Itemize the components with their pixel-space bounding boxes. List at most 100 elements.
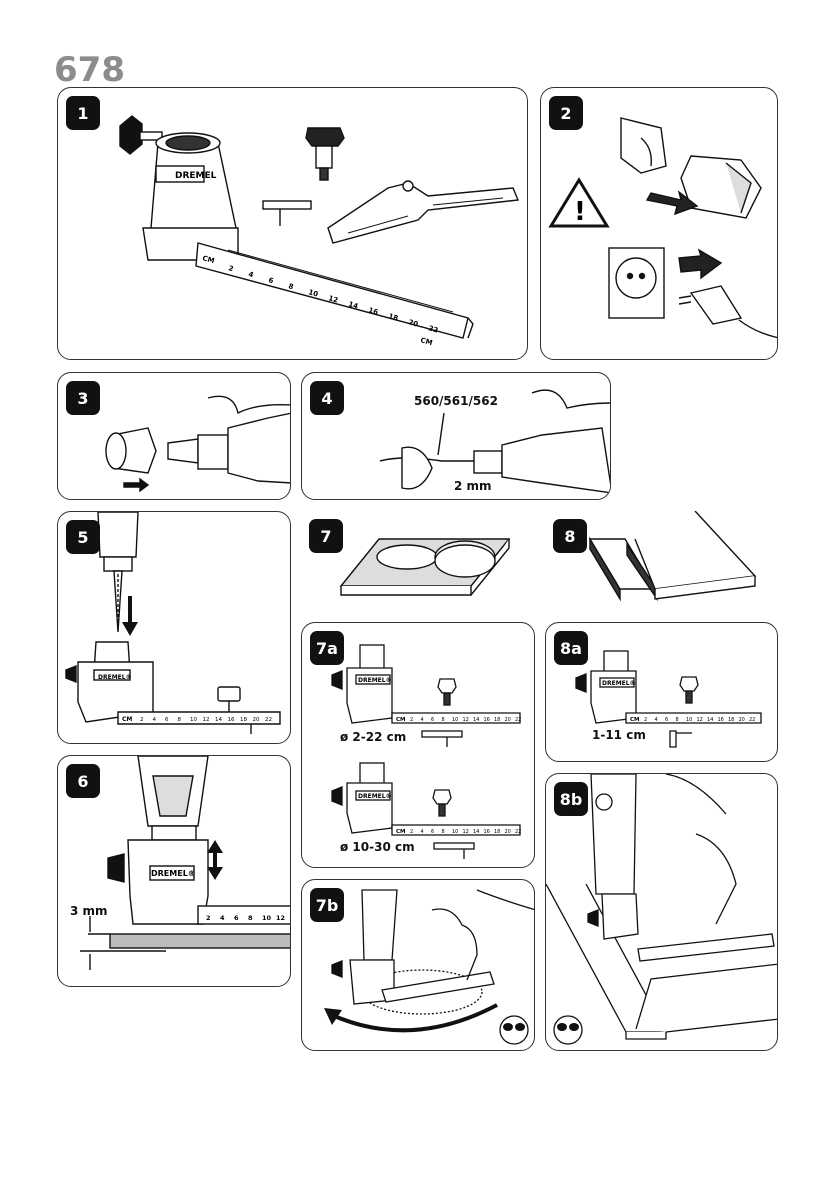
ruler-tick-label: 12 xyxy=(463,717,469,723)
step-number: 8b xyxy=(554,782,588,816)
ruler-tick-label: 12 xyxy=(276,914,285,922)
step-2-panel: 2 ! xyxy=(540,87,778,360)
ruler-tick-label: 12 xyxy=(697,717,703,723)
ruler-tick-label: 12 xyxy=(327,294,339,304)
up-down-arrow-icon xyxy=(207,840,223,880)
unplug-icon xyxy=(608,247,777,339)
ruler-tick-label: 10 xyxy=(452,717,458,723)
ruler-tick-label: 10 xyxy=(307,288,319,298)
ruler-tick-label: 6 xyxy=(267,276,274,285)
ruler-tick-label: 22 xyxy=(749,717,755,723)
ruler-tick-label: 2 xyxy=(227,264,234,273)
step-number: 7a xyxy=(310,631,344,665)
ruler-tick-label: 6 xyxy=(165,717,169,723)
rotation-arrow-icon xyxy=(324,1003,498,1033)
step-number: 3 xyxy=(66,381,100,415)
ruler-tick-label: 20 xyxy=(505,717,511,723)
straight-guide-setting-illustration: DREMEL® CM 2 4 6 8 10 12 14 16 18 20 22 xyxy=(575,650,762,748)
ruler-tick-label: 14 xyxy=(473,717,479,723)
ruler-tick-label: 4 xyxy=(421,829,424,835)
ruler-tick-label: 10 xyxy=(262,914,272,922)
step-8b-panel: 8b xyxy=(545,773,778,1051)
ruler-tick-label: 8 xyxy=(248,914,253,922)
step-number: 2 xyxy=(549,96,583,130)
ruler-tick-label: 20 xyxy=(407,318,419,328)
brand-label: DREMEL xyxy=(175,171,217,181)
depth-measurement-label: 2 mm xyxy=(454,479,492,493)
model-number: 678 xyxy=(54,50,125,90)
step-number: 7 xyxy=(309,519,343,553)
brand-mark: DREMEL® xyxy=(151,869,196,878)
ruler-tick-label: 18 xyxy=(494,717,500,723)
ruler-tick-label: 8 xyxy=(442,717,445,723)
step-7a-panel: 7a ø 2-22 cm ø 10-30 cm DREMEL® DRE xyxy=(301,622,535,868)
step-number: 5 xyxy=(66,520,100,554)
straight-cutting-operation-illustration xyxy=(546,774,777,1045)
ruler-tick-label: 4 xyxy=(655,717,658,723)
battery-removal-illustration: ! xyxy=(548,117,777,339)
ruler-tick-label: 10 xyxy=(190,717,197,723)
ruler-tick-label: 8 xyxy=(442,829,445,835)
circle-cutting-operation-illustration xyxy=(324,889,534,1045)
ruler-tick-label: 14 xyxy=(473,829,479,835)
units-label: CM xyxy=(630,717,640,723)
ruler-tick-label: 10 xyxy=(452,829,458,835)
brand-mark: DREMEL® xyxy=(602,680,636,687)
ruler-tick-label: 16 xyxy=(228,717,235,723)
bit-insertion-illustration xyxy=(379,389,610,494)
ruler-tick-label: 8 xyxy=(676,717,679,723)
ruler-tick-label: 8 xyxy=(287,282,294,291)
ruler-tick-label: 2 xyxy=(644,717,647,723)
step-number: 4 xyxy=(310,381,344,415)
brand-mark: DREMEL® xyxy=(358,677,392,684)
ruler-tick-label: 4 xyxy=(247,270,254,279)
ruler-tick-label: 6 xyxy=(431,829,434,835)
step-number: 8a xyxy=(554,631,588,665)
units-label: CM xyxy=(201,254,215,265)
ruler-tick-label: 4 xyxy=(421,717,424,723)
ruler-tick-label: 16 xyxy=(367,306,379,316)
ruler-tick-label: 22 xyxy=(515,717,521,723)
ruler-tick-label: 20 xyxy=(739,717,745,723)
ruler-tick-label: 16 xyxy=(484,829,490,835)
ruler-tick-label: 22 xyxy=(427,324,439,334)
collet-nut-removal-illustration xyxy=(105,395,290,493)
left-arrow-icon xyxy=(123,477,150,493)
ruler-tick-label: 20 xyxy=(253,717,260,723)
ruler-tick-label: 4 xyxy=(153,717,157,723)
safety-goggles-icon xyxy=(553,1015,583,1045)
step-1-panel: 1 xyxy=(57,87,528,360)
step-number: 7b xyxy=(310,888,344,922)
ruler-tick-label: 20 xyxy=(505,829,511,835)
units-label-end: CM xyxy=(419,336,433,347)
ruler-tick-label: 12 xyxy=(203,717,210,723)
ruler-tick-label: 2 xyxy=(206,914,211,922)
ruler-tick-label: 16 xyxy=(718,717,724,723)
ruler-tick-label: 14 xyxy=(707,717,713,723)
ruler-tick-label: 18 xyxy=(240,717,247,723)
step-number: 1 xyxy=(66,96,100,130)
ruler-tick-label: 22 xyxy=(515,829,521,835)
ruler-tick-label: 22 xyxy=(265,717,272,723)
ruler-tick-label: 10 xyxy=(686,717,692,723)
ruler-tick-label: 14 xyxy=(215,717,222,723)
ruler-tick-label: 18 xyxy=(728,717,734,723)
step-4-panel: 4 560/561/562 2 mm xyxy=(301,372,611,500)
depth-label: 3 mm xyxy=(70,904,108,918)
svg-text:!: ! xyxy=(574,197,586,227)
circle-cut-result-illustration xyxy=(339,538,511,596)
ruler-tick-label: 6 xyxy=(665,717,668,723)
down-arrow-icon xyxy=(122,596,138,636)
ruler-tick-label: 2 xyxy=(410,717,413,723)
ruler-tick-label: 6 xyxy=(431,717,434,723)
range-large-label: ø 10-30 cm xyxy=(340,840,415,854)
step-7b-panel: 7b xyxy=(301,879,535,1051)
safety-goggles-icon xyxy=(499,1015,529,1045)
warning-icon: ! xyxy=(548,177,610,228)
